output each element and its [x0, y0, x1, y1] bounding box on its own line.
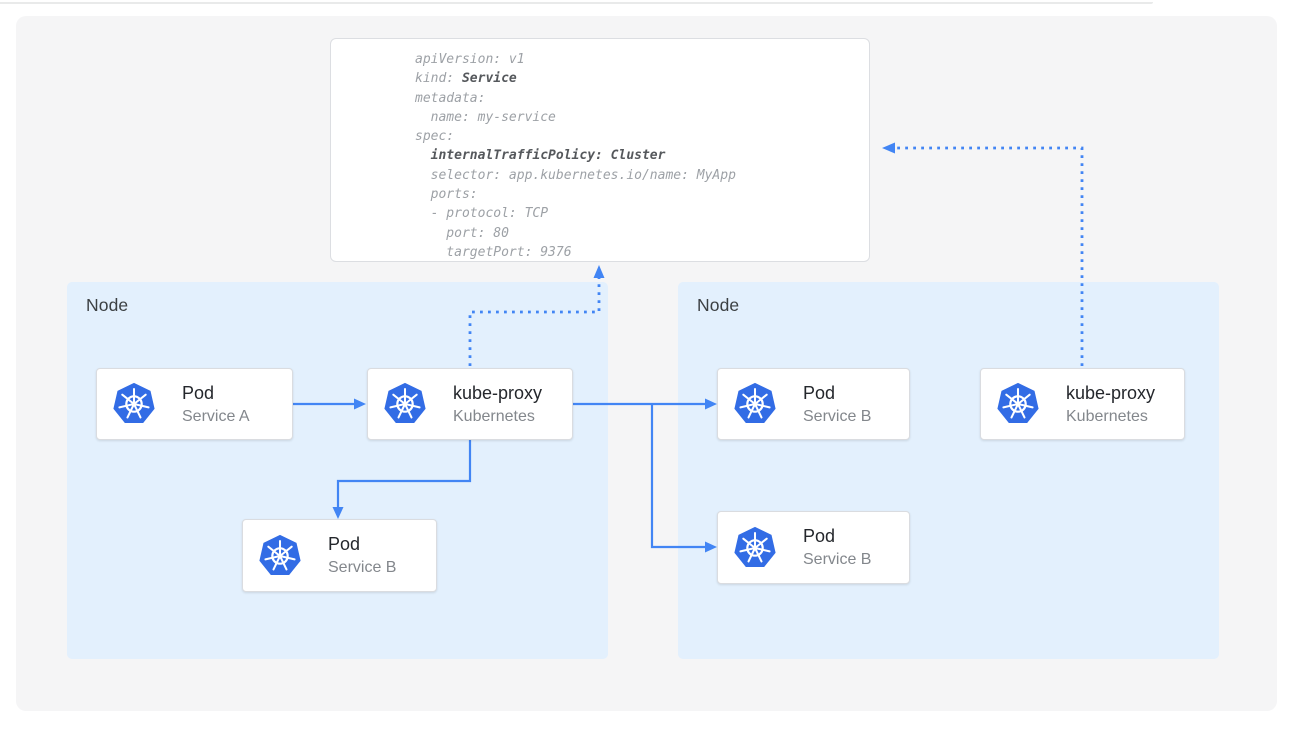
yaml-line: internalTrafficPolicy: Cluster [430, 148, 666, 164]
kubernetes-logo-icon [112, 382, 156, 426]
yaml-line: apiVersion: v1 [415, 52, 525, 67]
pod-service-b-right-top-card: Pod Service B [717, 368, 910, 440]
yaml-line: kind: Service [415, 71, 517, 87]
card-title: Pod [803, 382, 836, 403]
yaml-line: port: 80 [415, 225, 509, 241]
node-label: Node [86, 295, 129, 315]
yaml-line: - protocol: TCP [415, 206, 549, 222]
yaml-line: ports: [415, 187, 478, 203]
card-subtitle: Kubernetes [1066, 407, 1148, 425]
kubernetes-logo-icon [733, 526, 777, 570]
top-divider [0, 2, 1153, 4]
service-yaml-panel: apiVersion: v1 kind: Service metadata: nam… [330, 38, 870, 262]
node-label: Node [697, 295, 740, 315]
kubernetes-logo-icon [258, 534, 302, 578]
node-box-left: Node [67, 282, 608, 659]
kubernetes-logo-icon [996, 382, 1040, 426]
kubernetes-logo-icon [733, 382, 777, 426]
card-subtitle: Service A [182, 407, 250, 425]
card-title: Pod [182, 382, 215, 403]
yaml-code-block: apiVersion: v1 kind: Service metadata: nam… [415, 50, 859, 262]
yaml-line: selector: app.kubernetes.io/name: MyApp [415, 167, 736, 183]
yaml-line: metadata: [415, 90, 486, 106]
card-title: Pod [328, 534, 361, 554]
pod-service-b-right-bottom-card: Pod Service B [717, 511, 910, 584]
pod-service-b-left-card: Pod Service B [242, 519, 437, 592]
kube-proxy-right-card: kube-proxy Kubernetes [980, 368, 1185, 440]
kubernetes-logo-icon [383, 382, 427, 426]
card-subtitle: Service B [803, 551, 872, 568]
card-title: Pod [803, 526, 836, 546]
node-box-right: Node [678, 282, 1219, 659]
yaml-line: name: my-service [415, 109, 556, 125]
card-subtitle: Kubernetes [453, 407, 535, 425]
card-title: kube-proxy [453, 382, 543, 403]
pod-service-a-card: Pod Service A [96, 368, 293, 440]
card-title: kube-proxy [1066, 382, 1156, 403]
yaml-line: spec: [415, 129, 455, 145]
card-subtitle: Service B [328, 559, 397, 576]
kube-proxy-left-card: kube-proxy Kubernetes [367, 368, 573, 440]
card-subtitle: Service B [803, 407, 872, 425]
yaml-line: targetPort: 9376 [415, 244, 572, 260]
